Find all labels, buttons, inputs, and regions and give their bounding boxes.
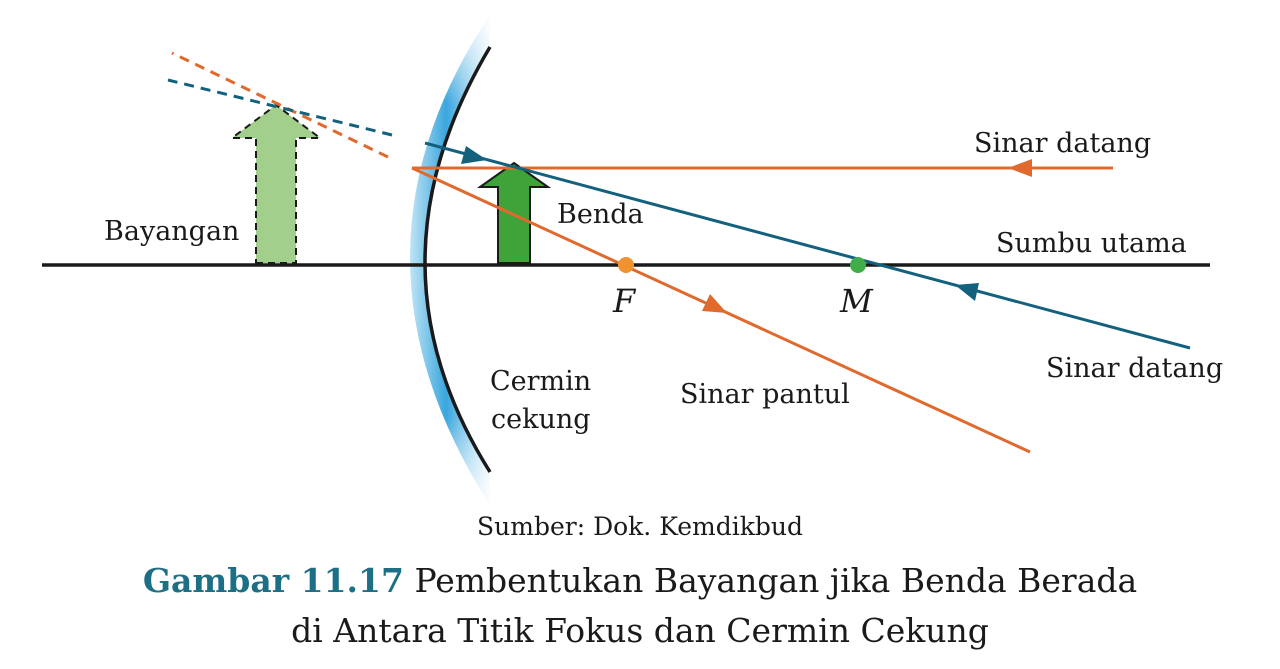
incoming-ray-top-label: Sinar datang	[974, 128, 1151, 159]
orange-virtual-extension	[171, 51, 389, 159]
orange-reflected-arrowhead	[702, 294, 727, 313]
focus-point-dot	[618, 257, 634, 273]
caption-source: Sumber: Dok. Kemdikbud	[477, 512, 803, 541]
caption-line-1: Gambar 11.17 Pembentukan Bayangan jika B…	[0, 556, 1280, 606]
teal-incoming-ray	[424, 141, 1191, 350]
center-point-label: M	[839, 282, 874, 320]
caption-title-line1: Pembentukan Bayangan jika Benda Berada	[414, 561, 1138, 600]
center-of-curvature-dot	[850, 257, 866, 273]
figure-number: Gambar 11.17	[142, 561, 404, 600]
mirror-label-line1: Cermin	[490, 366, 591, 397]
reflected-ray-label: Sinar pantul	[680, 379, 850, 410]
focus-point-label: F	[612, 282, 637, 320]
mirror-highlight	[410, 15, 490, 505]
figure-caption: Gambar 11.17 Pembentukan Bayangan jika B…	[0, 556, 1280, 656]
incoming-ray-bottom-label: Sinar datang	[1046, 353, 1223, 384]
caption-line-2: di Antara Titik Fokus dan Cermin Cekung	[291, 611, 989, 650]
image-arrow	[229, 103, 323, 264]
teal-incoming-arrowhead	[955, 283, 979, 301]
concave-mirror-diagram: Sinar datang Sumbu utama Benda Bayangan …	[42, 15, 1223, 505]
image-label: Bayangan	[104, 216, 239, 247]
teal-ray-arrowhead-upper	[461, 146, 487, 164]
mirror-reflecting-surface	[423, 46, 492, 473]
principal-axis-label: Sumbu utama	[996, 228, 1187, 259]
object-arrow	[476, 161, 552, 264]
orange-incoming-arrowhead	[1008, 159, 1032, 177]
object-label: Benda	[557, 199, 644, 230]
mirror-label-line2: cekung	[491, 404, 591, 435]
teal-virtual-extension	[167, 78, 393, 137]
concave-mirror	[410, 15, 492, 505]
